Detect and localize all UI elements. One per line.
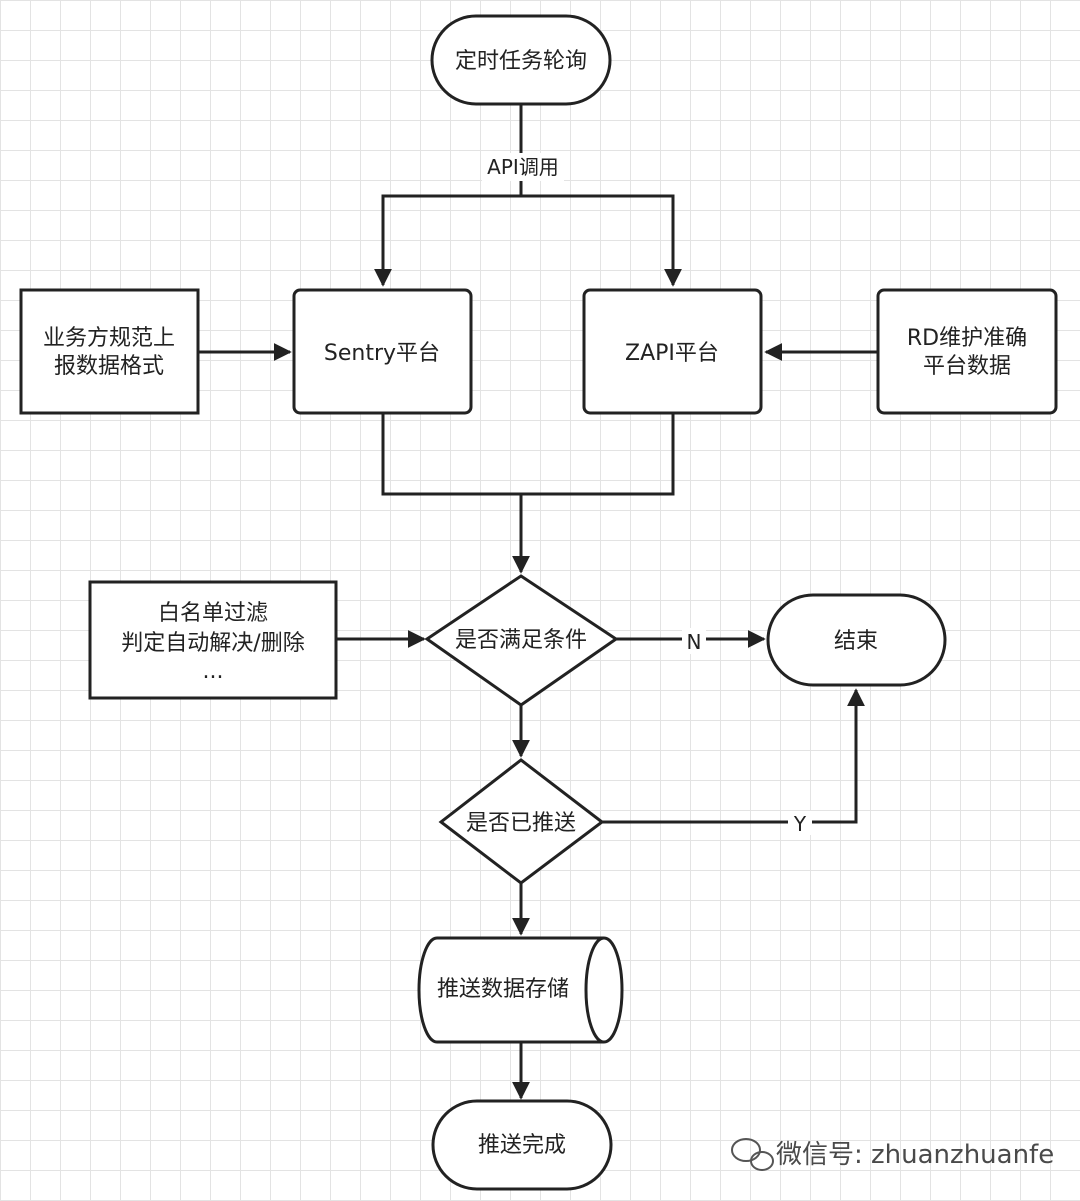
node-biz: 业务方规范上 报数据格式 xyxy=(19,288,200,415)
edge-split-to-sentry xyxy=(374,194,521,287)
node-rd-line-1: RD维护准确 xyxy=(907,326,1027,351)
node-sentry-label: Sentry平台 xyxy=(324,341,440,366)
node-whitelist: 白名单过滤 判定自动解决/删除 ... xyxy=(88,580,338,700)
watermark: 微信号: zhuanzhuanfe xyxy=(731,1138,1054,1171)
node-pushed: 是否已推送 xyxy=(438,758,605,885)
edge-label-yes: Y xyxy=(793,812,807,836)
node-store: 推送数据存储 xyxy=(417,936,624,1044)
node-condition-label: 是否满足条件 xyxy=(455,628,587,653)
edge-label-no: N xyxy=(687,630,702,654)
node-sentry: Sentry平台 xyxy=(292,288,473,415)
edge-label-bg-no xyxy=(682,628,706,654)
node-whitelist-line-2: 判定自动解决/删除 xyxy=(121,631,304,656)
edges xyxy=(198,104,878,1100)
node-condition: 是否满足条件 xyxy=(424,574,619,707)
node-done: 推送完成 xyxy=(431,1099,613,1191)
node-rd-line-2: 平台数据 xyxy=(923,354,1011,379)
edge-sentry-merge xyxy=(381,414,675,496)
edge-split-to-zapi xyxy=(521,194,682,287)
node-zapi-label: ZAPI平台 xyxy=(625,341,719,366)
node-start-label: 定时任务轮询 xyxy=(455,49,587,74)
node-pushed-label: 是否已推送 xyxy=(466,811,576,836)
node-biz-line-2: 报数据格式 xyxy=(54,354,164,379)
node-whitelist-line-3: ... xyxy=(203,659,224,684)
node-whitelist-line-1: 白名单过滤 xyxy=(158,601,268,626)
edge-label-api-call: API调用 xyxy=(487,155,559,179)
edge-pushed-to-end xyxy=(602,688,865,824)
node-start: 定时任务轮询 xyxy=(430,14,612,106)
edge-label-bg-yes xyxy=(788,811,812,835)
edge-label-bg-api xyxy=(482,153,564,181)
node-zapi: ZAPI平台 xyxy=(582,288,763,415)
node-biz-line-1: 业务方规范上 xyxy=(43,326,175,351)
wechat-icon xyxy=(731,1138,774,1171)
node-done-label: 推送完成 xyxy=(478,1133,566,1158)
node-end-label: 结束 xyxy=(834,629,878,654)
node-rd: RD维护准确 平台数据 xyxy=(876,288,1058,415)
node-store-label: 推送数据存储 xyxy=(437,977,569,1002)
watermark-text: 微信号: zhuanzhuanfe xyxy=(776,1140,1054,1170)
node-end: 结束 xyxy=(766,593,947,687)
